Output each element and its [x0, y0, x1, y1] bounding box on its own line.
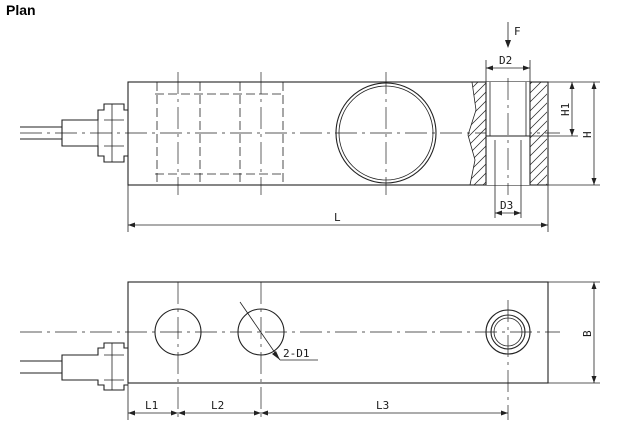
cable-gland [61, 342, 128, 391]
dim-arrow [501, 410, 508, 416]
dim-arrow [591, 376, 597, 383]
hatch-line [513, 82, 547, 185]
section-hatch [280, 75, 547, 190]
dim-arrow [128, 222, 135, 228]
dim-arrow [171, 410, 178, 416]
leader-line [239, 301, 281, 361]
break-line [467, 81, 477, 186]
dim-arrow [541, 222, 548, 228]
label-L: L [334, 211, 341, 224]
side-view-body [127, 81, 549, 186]
cable-gland [61, 103, 128, 163]
plan-view-body [127, 281, 549, 384]
hatch-line [280, 75, 395, 190]
force-arrowhead [505, 40, 511, 48]
hatch-line [531, 82, 547, 185]
label-L1: L1 [145, 399, 158, 412]
label-H: H [581, 131, 594, 138]
dim-arrow [178, 410, 185, 416]
dim-arrow [254, 410, 261, 416]
hatch-line [334, 75, 449, 190]
dim-arrow [569, 82, 575, 89]
page-title: Plan [6, 2, 36, 18]
label-H1: H1 [559, 103, 572, 116]
dim-arrow [514, 210, 521, 216]
dim-arrow [128, 410, 135, 416]
label-D2: D2 [499, 54, 512, 67]
dim-arrow [591, 178, 597, 185]
dim-arrow [569, 129, 575, 136]
dim-arrow [591, 282, 597, 289]
label-B: B [581, 330, 594, 337]
plan-view: 2-D1 B L1 L2 [20, 281, 600, 420]
hatch-line [468, 82, 486, 185]
side-view: F D2 D3 H1 [20, 22, 600, 232]
hatch-line [289, 75, 404, 190]
dim-arrow [523, 65, 530, 71]
label-D3: D3 [500, 199, 513, 212]
label-F: F [514, 25, 521, 38]
hatch-line [522, 82, 547, 185]
hatch-line [468, 82, 504, 185]
label-D1: 2-D1 [283, 347, 310, 360]
hatch-line [468, 82, 495, 185]
hatch-line [307, 75, 422, 190]
label-L3: L3 [376, 399, 389, 412]
dim-arrow [261, 410, 268, 416]
leader-arrow [272, 351, 280, 360]
dim-arrow [486, 65, 493, 71]
hatch-line [316, 75, 431, 190]
hatch-line [325, 75, 440, 190]
dim-arrow [495, 210, 502, 216]
dim-arrow [591, 82, 597, 89]
hatch-line [468, 82, 477, 185]
label-L2: L2 [211, 399, 224, 412]
